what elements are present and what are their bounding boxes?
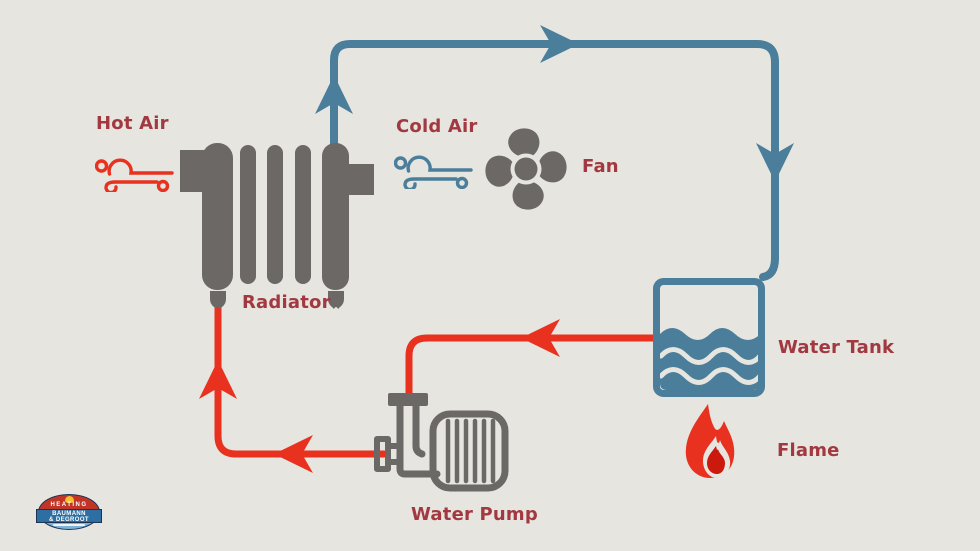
wind-curl — [156, 179, 170, 192]
pump-casing — [396, 402, 441, 478]
flow-arrow-right-icon — [540, 25, 579, 63]
fan-blade — [536, 151, 567, 183]
wind-gust-line — [104, 180, 159, 192]
radiator-column — [322, 143, 349, 290]
flame-icon — [685, 404, 735, 478]
wind-gust-line — [406, 155, 473, 173]
company-logo: HEATING BAUMANN & DEGROOT — [36, 494, 102, 530]
logo-water-wave — [53, 524, 85, 526]
water-tank-icon — [653, 278, 765, 397]
radiator-column — [295, 145, 311, 284]
wind-gust-line — [107, 158, 174, 176]
pump-motor-fins — [445, 418, 496, 484]
hot-pipe-tank-to-pump — [405, 319, 662, 400]
cold-pipe-path — [330, 40, 779, 281]
tank-outline — [653, 278, 765, 397]
flow-arrow-left-icon — [521, 319, 560, 357]
logo-name-band: BAUMANN & DEGROOT — [36, 509, 102, 523]
water-pump-icon — [374, 393, 509, 492]
hot-pipe-path-1 — [405, 334, 662, 400]
pump-casing — [412, 402, 426, 458]
radiator-column — [240, 145, 256, 284]
water-tank-label: Water Tank — [778, 337, 895, 358]
logo-heating-text: HEATING — [50, 502, 88, 508]
cold-air-label: Cold Air — [396, 116, 478, 137]
wind-curl — [455, 176, 469, 189]
pump-inlet-connector — [388, 443, 403, 465]
cold-pipe — [315, 25, 794, 281]
pump-discharge-flange — [388, 393, 428, 406]
logo-name-line1: BAUMANN — [52, 511, 86, 517]
wind-gust-line — [403, 177, 458, 189]
radiator-outlet-foot — [328, 291, 344, 309]
flow-arrow-left-icon — [274, 435, 313, 473]
tank-wave-line — [658, 367, 763, 385]
fan-blade — [485, 155, 516, 187]
tank-wave-line — [658, 347, 763, 365]
flame-label: Flame — [777, 440, 840, 461]
flow-arrow-up-icon — [315, 75, 353, 114]
flow-arrow-down-icon — [756, 143, 794, 182]
radiator-outlet-foot — [210, 291, 226, 309]
fan-icon — [485, 128, 567, 210]
hot-air-wind-icon — [95, 158, 174, 192]
flow-arrow-up-icon — [199, 360, 237, 399]
pump-inlet-flange — [374, 436, 391, 472]
hot-pipe-path-2 — [214, 292, 388, 458]
wind-curl — [394, 156, 408, 170]
radiator-left-tab — [180, 150, 206, 192]
cold-air-wind-icon — [394, 155, 473, 189]
radiator-right-tab — [346, 164, 374, 195]
hot-air-label: Hot Air — [96, 113, 169, 134]
logo-name-line2: & DEGROOT — [49, 517, 89, 523]
pump-motor-body — [429, 410, 509, 492]
hot-pipe-pump-to-radiator — [199, 292, 388, 473]
fan-blade — [512, 179, 544, 210]
logo-flame-icon — [65, 496, 74, 503]
fan-label: Fan — [582, 156, 619, 177]
wind-curl — [95, 159, 109, 173]
radiator-icon — [180, 143, 374, 309]
water-pump-label: Water Pump — [411, 504, 538, 525]
radiator-column — [267, 145, 283, 284]
fan-blade — [508, 128, 540, 159]
fan-hub — [514, 157, 538, 181]
radiator-label: Radiator — [242, 292, 331, 313]
radiator-column — [202, 143, 233, 290]
flame-inner — [707, 446, 725, 474]
